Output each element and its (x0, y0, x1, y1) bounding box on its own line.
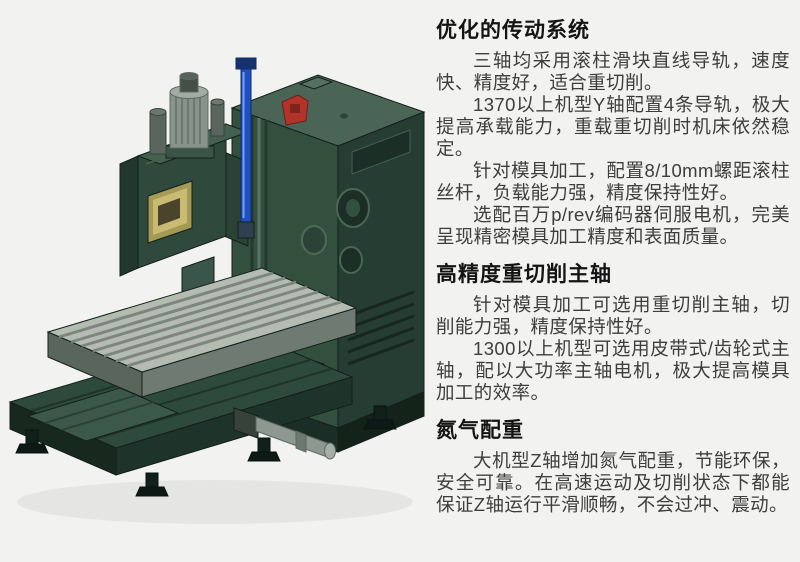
feature-text-column: 优化的传动系统 三轴均采用滚柱滑块直线导轨，速度快、精度好，适合重切削。 137… (436, 18, 790, 530)
section-title-transmission: 优化的传动系统 (436, 19, 590, 42)
ballscrew-drive (233, 407, 336, 460)
paragraph: 大机型Z轴增加氮气配重，节能环保，安全可靠。在高速运动及切削状态下都能保证Z轴运… (436, 450, 790, 515)
paragraph: 针对模具加工，配置8/10mm螺距滚柱丝杆，负载能力强，精度保持性好。 (436, 160, 790, 203)
paragraph: 1370以上机型Y轴配置4条导轨，极大提高承载能力，重载重切削时机床依然稳定。 (436, 94, 790, 159)
machine-illustration (8, 57, 426, 524)
paragraph: 选配百万p/rev编码器伺服电机，完美呈现精密模具加工精度和表面质量。 (436, 204, 790, 247)
feature-section-nitrogen: 氮气配重 大机型Z轴增加氮气配重，节能环保，安全可靠。在高速运动及切削状态下都能… (436, 418, 790, 516)
spindle-head (119, 123, 250, 312)
paragraph: 1300以上机型可选用皮带式/齿轮式主轴，配以大功率主轴电机，极大提高模具加工的… (436, 338, 790, 403)
paragraph: 针对模具加工可选用重切削主轴，切削能力强，精度保持性好。 (436, 294, 790, 337)
table-t-slots (58, 271, 342, 368)
saddle-guideway (26, 387, 180, 442)
head-window (147, 180, 193, 244)
red-bracket-part (281, 94, 309, 126)
machine-illustration-container (8, 57, 426, 524)
ground-shadow (17, 480, 413, 524)
feature-section-spindle: 高精度重切削主轴 针对模具加工可选用重切削主轴，切削能力强，精度保持性好。 13… (436, 262, 790, 404)
spindle-motor (149, 72, 225, 159)
work-table (46, 267, 358, 398)
paragraph: 三轴均采用滚柱滑块直线导轨，速度快、精度好，适合重切削。 (436, 50, 790, 93)
blue-cylinder (235, 57, 257, 239)
feature-section-transmission: 优化的传动系统 三轴均采用滚柱滑块直线导轨，速度快、精度好，适合重切削。 137… (436, 18, 790, 248)
section-title-spindle: 高精度重切削主轴 (436, 263, 612, 286)
leveling-feet (15, 405, 397, 497)
section-title-nitrogen: 氮气配重 (436, 419, 524, 442)
